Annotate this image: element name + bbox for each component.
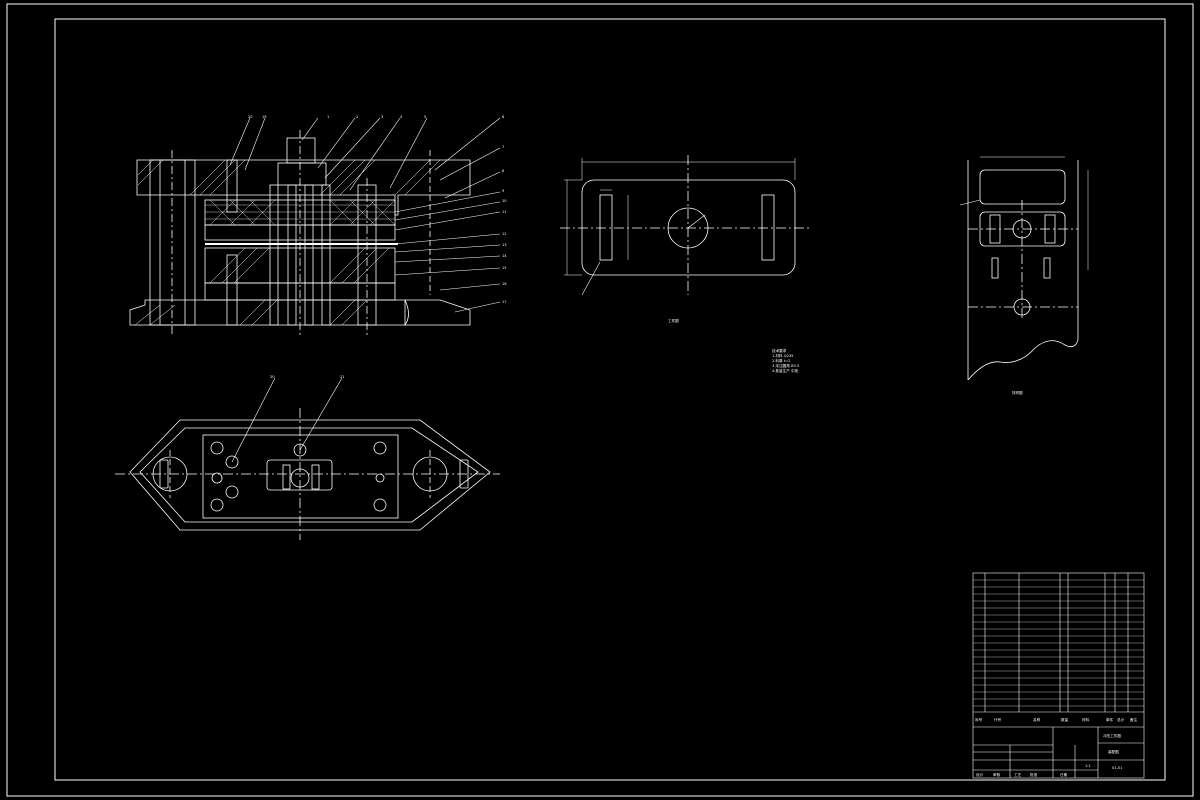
drawing-scale: 1:1 [1085, 764, 1091, 768]
bom-head-index: 序号 [975, 717, 983, 722]
part-label-19: 19 [262, 115, 267, 119]
part-label-20: 20 [248, 115, 253, 119]
part-label-5: 5 [424, 115, 426, 119]
part-label-3: 3 [381, 115, 383, 119]
title-block [972, 572, 1145, 779]
tech-note-1: 1.材料 Q235 [772, 353, 793, 358]
inner-drawing-frame [54, 18, 1166, 781]
sign-review: 审核 [993, 772, 1001, 777]
bom-head-code: 代号 [994, 717, 1002, 722]
part-label-17: 17 [502, 300, 507, 304]
strip-caption: 排样图 [1012, 390, 1023, 395]
plan-part-label-20: 20 [270, 375, 275, 379]
bom-header-row: 序号 代号 名称 数量 材料 单件 总计 备注 [975, 717, 1138, 722]
bom-head-remark: 备注 [1130, 717, 1138, 722]
bom-head-unit: 单件 [1106, 717, 1114, 722]
drawing-name: 装配图 [1108, 749, 1119, 754]
sign-design: 设计 [976, 772, 984, 777]
part-label-15: 15 [502, 266, 507, 270]
plan-part-label-21: 21 [340, 375, 345, 379]
part-leader-lines [229, 117, 501, 313]
tech-note-3: 3.未注圆角 R0.5 [772, 363, 799, 368]
part-label-6: 6 [502, 115, 505, 119]
drawing-title: 冲压工件图 [1103, 733, 1121, 738]
sign-date: 日期 [1060, 772, 1068, 777]
drawing-code: 01-01 [1112, 766, 1122, 770]
part-label-13: 13 [502, 243, 507, 247]
part-label-7: 7 [502, 145, 504, 149]
workpiece-caption: 工件图 [668, 318, 679, 323]
part-label-16: 16 [502, 282, 507, 286]
sign-row: 设计 审核 工艺 批准 日期 [976, 772, 1068, 777]
part-label-10: 10 [502, 199, 507, 203]
tech-note-title: 技术要求 [772, 348, 787, 353]
sign-process: 工艺 [1014, 772, 1022, 777]
part-label-4: 4 [400, 115, 403, 119]
part-label-1: 1 [327, 115, 329, 119]
part-number-labels: 20 19 1 2 3 4 5 6 7 8 9 10 11 12 13 14 1… [248, 115, 507, 304]
workpiece-view [560, 155, 810, 296]
technical-notes: 技术要求 1.材料 Q235 2.料厚 t=2 3.未注圆角 R0.5 4.批量… [772, 348, 799, 373]
outer-sheet-border [6, 3, 1194, 797]
bom-head-total: 总计 [1117, 717, 1125, 722]
part-label-9: 9 [502, 189, 505, 193]
assembly-section-view [129, 130, 471, 335]
strip-layout-view [959, 156, 1089, 381]
part-label-12: 12 [502, 232, 507, 236]
bom-head-name: 名称 [1033, 717, 1041, 722]
sign-approve: 批准 [1030, 772, 1038, 777]
part-label-11: 11 [502, 210, 507, 214]
tech-note-2: 2.料厚 t=2 [772, 358, 790, 363]
bom-head-qty: 数量 [1061, 717, 1069, 722]
part-label-14: 14 [502, 254, 507, 258]
bom-head-material: 材料 [1082, 717, 1090, 722]
part-label-2: 2 [356, 115, 358, 119]
part-label-8: 8 [502, 169, 505, 173]
assembly-plan-view [115, 377, 500, 540]
tech-note-4: 4.批量生产 中批 [772, 368, 799, 373]
